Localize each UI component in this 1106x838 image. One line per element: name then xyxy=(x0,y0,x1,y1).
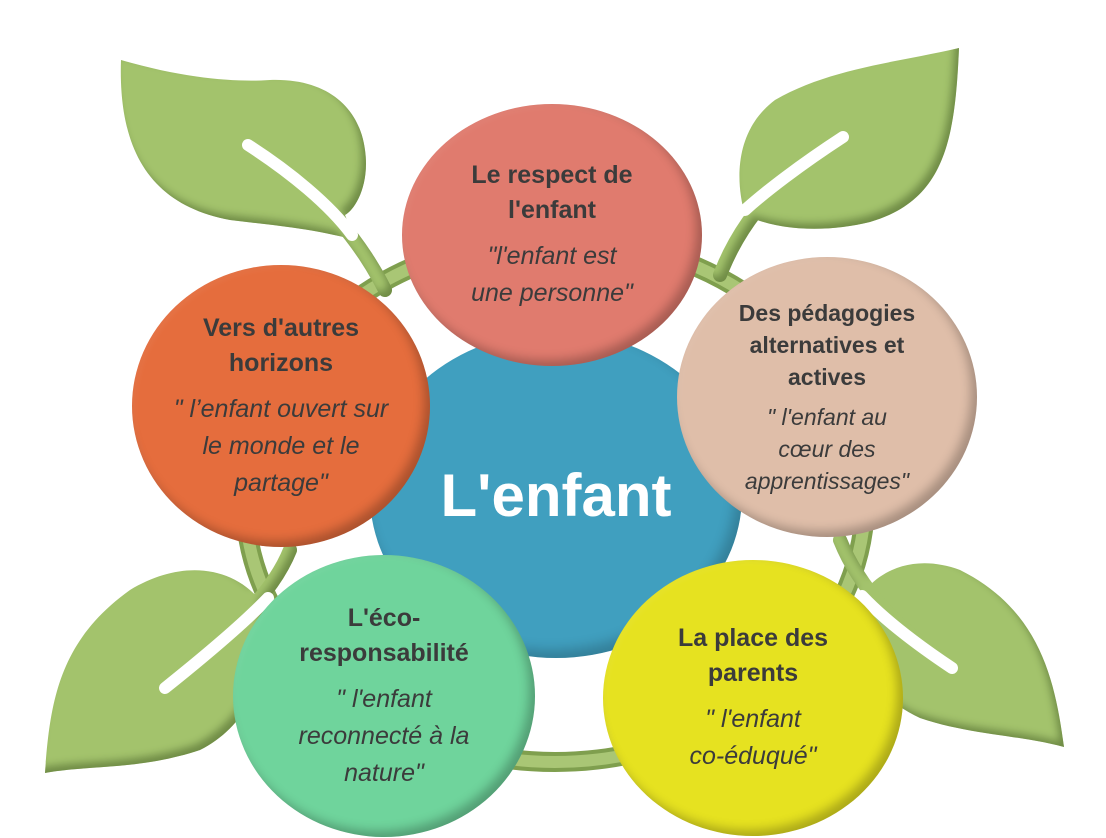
node-title: Des pédagogies alternatives et actives xyxy=(738,300,916,390)
node-quote: " l'enfant co-éduqué" xyxy=(689,705,817,770)
node-title: L'éco- responsabilité xyxy=(299,603,469,667)
leaf-vein xyxy=(159,592,274,694)
leaf-top-left xyxy=(120,60,392,297)
leaf-vein xyxy=(242,139,358,241)
node-quote: " l'enfant au cœur des apprentissages" xyxy=(744,404,910,494)
leaf-vein xyxy=(856,590,958,674)
node-title: Le respect de l'enfant xyxy=(471,161,633,224)
node-quote: "l'enfant est une personne" xyxy=(471,242,633,307)
leaf-top-right xyxy=(713,48,959,282)
node-parents: La place des parents " l'enfant co-éduqu… xyxy=(603,560,903,836)
node-title: La place des parents xyxy=(677,624,829,687)
leaf-vein xyxy=(739,131,849,216)
node-title: Vers d'autres horizons xyxy=(202,313,360,377)
node-respect: Le respect de l'enfant "l'enfant est une… xyxy=(402,104,702,366)
node-pedagogies: Des pédagogies alternatives et actives "… xyxy=(677,257,977,537)
node-horizons: Vers d'autres horizons " l’enfant ouvert… xyxy=(132,265,430,547)
node-eco: L'éco- responsabilité " l'enfant reconne… xyxy=(233,555,535,837)
node-quote: " l'enfant reconnecté à la nature" xyxy=(298,684,470,787)
center-label: L'enfant xyxy=(440,461,672,529)
node-quote: " l’enfant ouvert sur le monde et le par… xyxy=(173,394,389,497)
